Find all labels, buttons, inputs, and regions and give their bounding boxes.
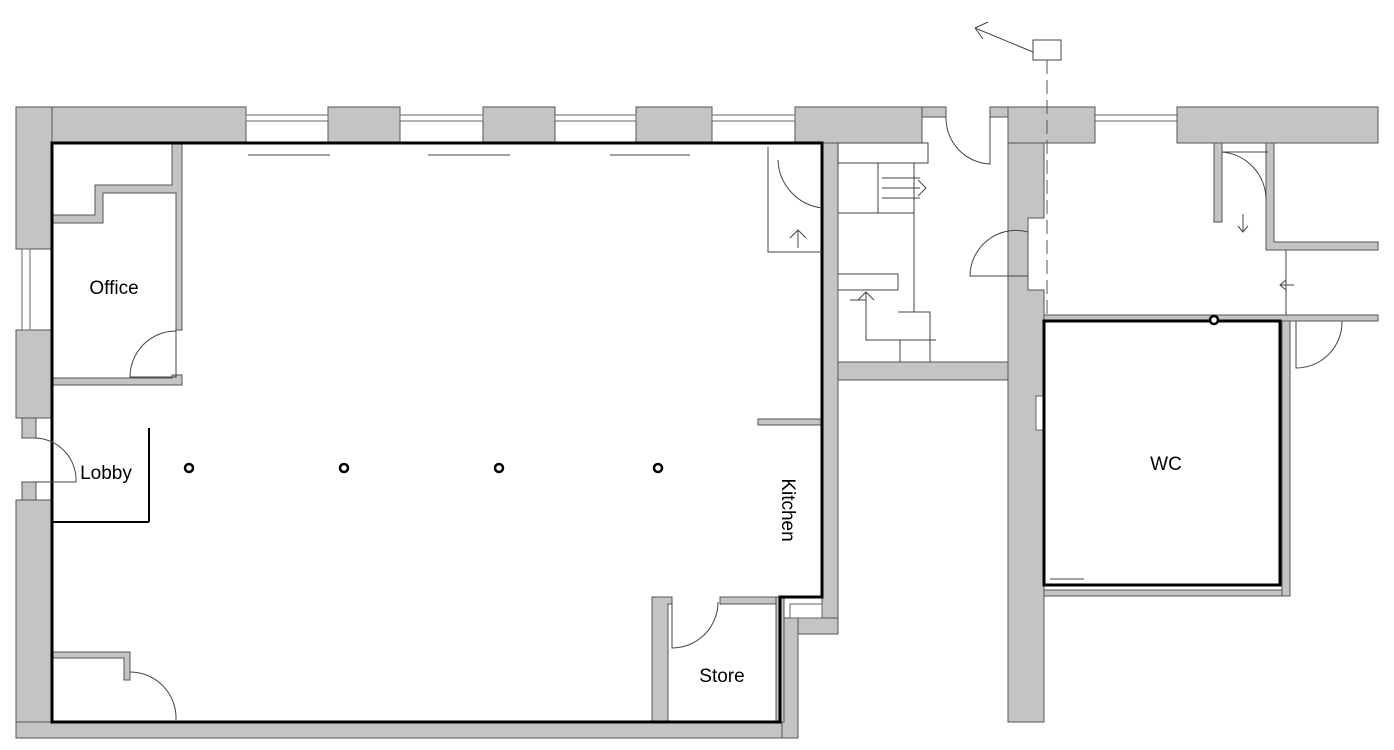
lobby-door	[33, 437, 77, 483]
room-label-kitchen: Kitchen	[777, 478, 798, 541]
store-niche	[789, 603, 823, 619]
stair-upper-flight	[877, 163, 927, 214]
wall-stair-landing	[837, 361, 1011, 381]
wall-pier-3	[635, 106, 713, 144]
stair-arrow-up	[789, 229, 807, 248]
wall-top-left	[15, 106, 247, 144]
main-hall-outline	[50, 141, 824, 724]
wall-bottom	[15, 721, 799, 739]
stair-door	[777, 159, 823, 209]
entry-jamb-right	[989, 106, 1011, 118]
store-door	[671, 601, 719, 649]
stair-bottom	[898, 311, 931, 362]
wall-right-top-right	[1176, 106, 1379, 144]
column	[183, 462, 195, 474]
main-exterior-walls	[15, 106, 1011, 739]
main-doors	[33, 147, 823, 721]
entry-jamb-left	[921, 106, 947, 118]
wall-right-top-left	[1007, 106, 1096, 144]
section-tag	[1032, 39, 1062, 61]
right-doors	[945, 116, 1343, 369]
wall-pier-2	[482, 106, 556, 144]
main-interior-walls	[51, 142, 823, 723]
wall-wc-right	[1281, 320, 1291, 597]
corner-door	[129, 671, 177, 721]
north-arrow	[974, 21, 1034, 53]
wall-left-lower	[15, 499, 53, 739]
wc-outline	[1042, 319, 1282, 587]
corner-partition	[51, 651, 131, 681]
window-left	[21, 248, 31, 331]
stair-lower-flight	[838, 273, 936, 341]
stair-area	[837, 142, 936, 362]
side-door	[969, 229, 1029, 277]
window-2	[399, 114, 484, 122]
column	[338, 462, 350, 474]
closet-door	[1221, 151, 1268, 201]
window-4	[711, 114, 796, 122]
kitchen-counter	[757, 418, 823, 426]
door-jamb-top	[21, 417, 37, 439]
window-1	[245, 114, 329, 122]
room-label-office: Office	[89, 278, 138, 299]
closet-arrow	[1237, 214, 1249, 233]
column	[493, 462, 505, 474]
stair-door-frame	[767, 147, 822, 253]
office-door	[129, 330, 177, 378]
office-partition	[51, 142, 183, 331]
windows	[21, 114, 1178, 331]
wall-left-middle	[15, 329, 53, 419]
door-jamb-bottom	[21, 481, 37, 501]
room-labels: Office Lobby Store WC Kitchen	[80, 278, 1182, 687]
wall-closet-left	[1213, 142, 1223, 223]
wall-right-main	[821, 142, 839, 634]
section-marker	[974, 21, 1062, 318]
window-3	[554, 114, 637, 122]
store-wall-left	[651, 596, 673, 723]
wall-left-upper	[15, 106, 53, 250]
wc-outer-door	[1295, 320, 1343, 369]
window-right	[1094, 114, 1178, 122]
column	[1208, 314, 1220, 326]
room-label-store: Store	[699, 666, 744, 687]
entry-door	[945, 116, 991, 165]
wall-closet-right	[1265, 142, 1379, 251]
wall-pier-1	[327, 106, 401, 144]
right-building-walls	[921, 106, 1379, 723]
corridor-arrow	[1279, 250, 1294, 315]
stair-top	[837, 142, 929, 164]
column	[652, 462, 664, 474]
columns	[183, 314, 1220, 474]
wall-right-building-left	[1007, 142, 1289, 723]
room-label-wc: WC	[1150, 454, 1182, 475]
room-label-lobby: Lobby	[80, 463, 132, 484]
store-wall-top	[719, 596, 783, 605]
wall-top-right	[794, 106, 923, 144]
